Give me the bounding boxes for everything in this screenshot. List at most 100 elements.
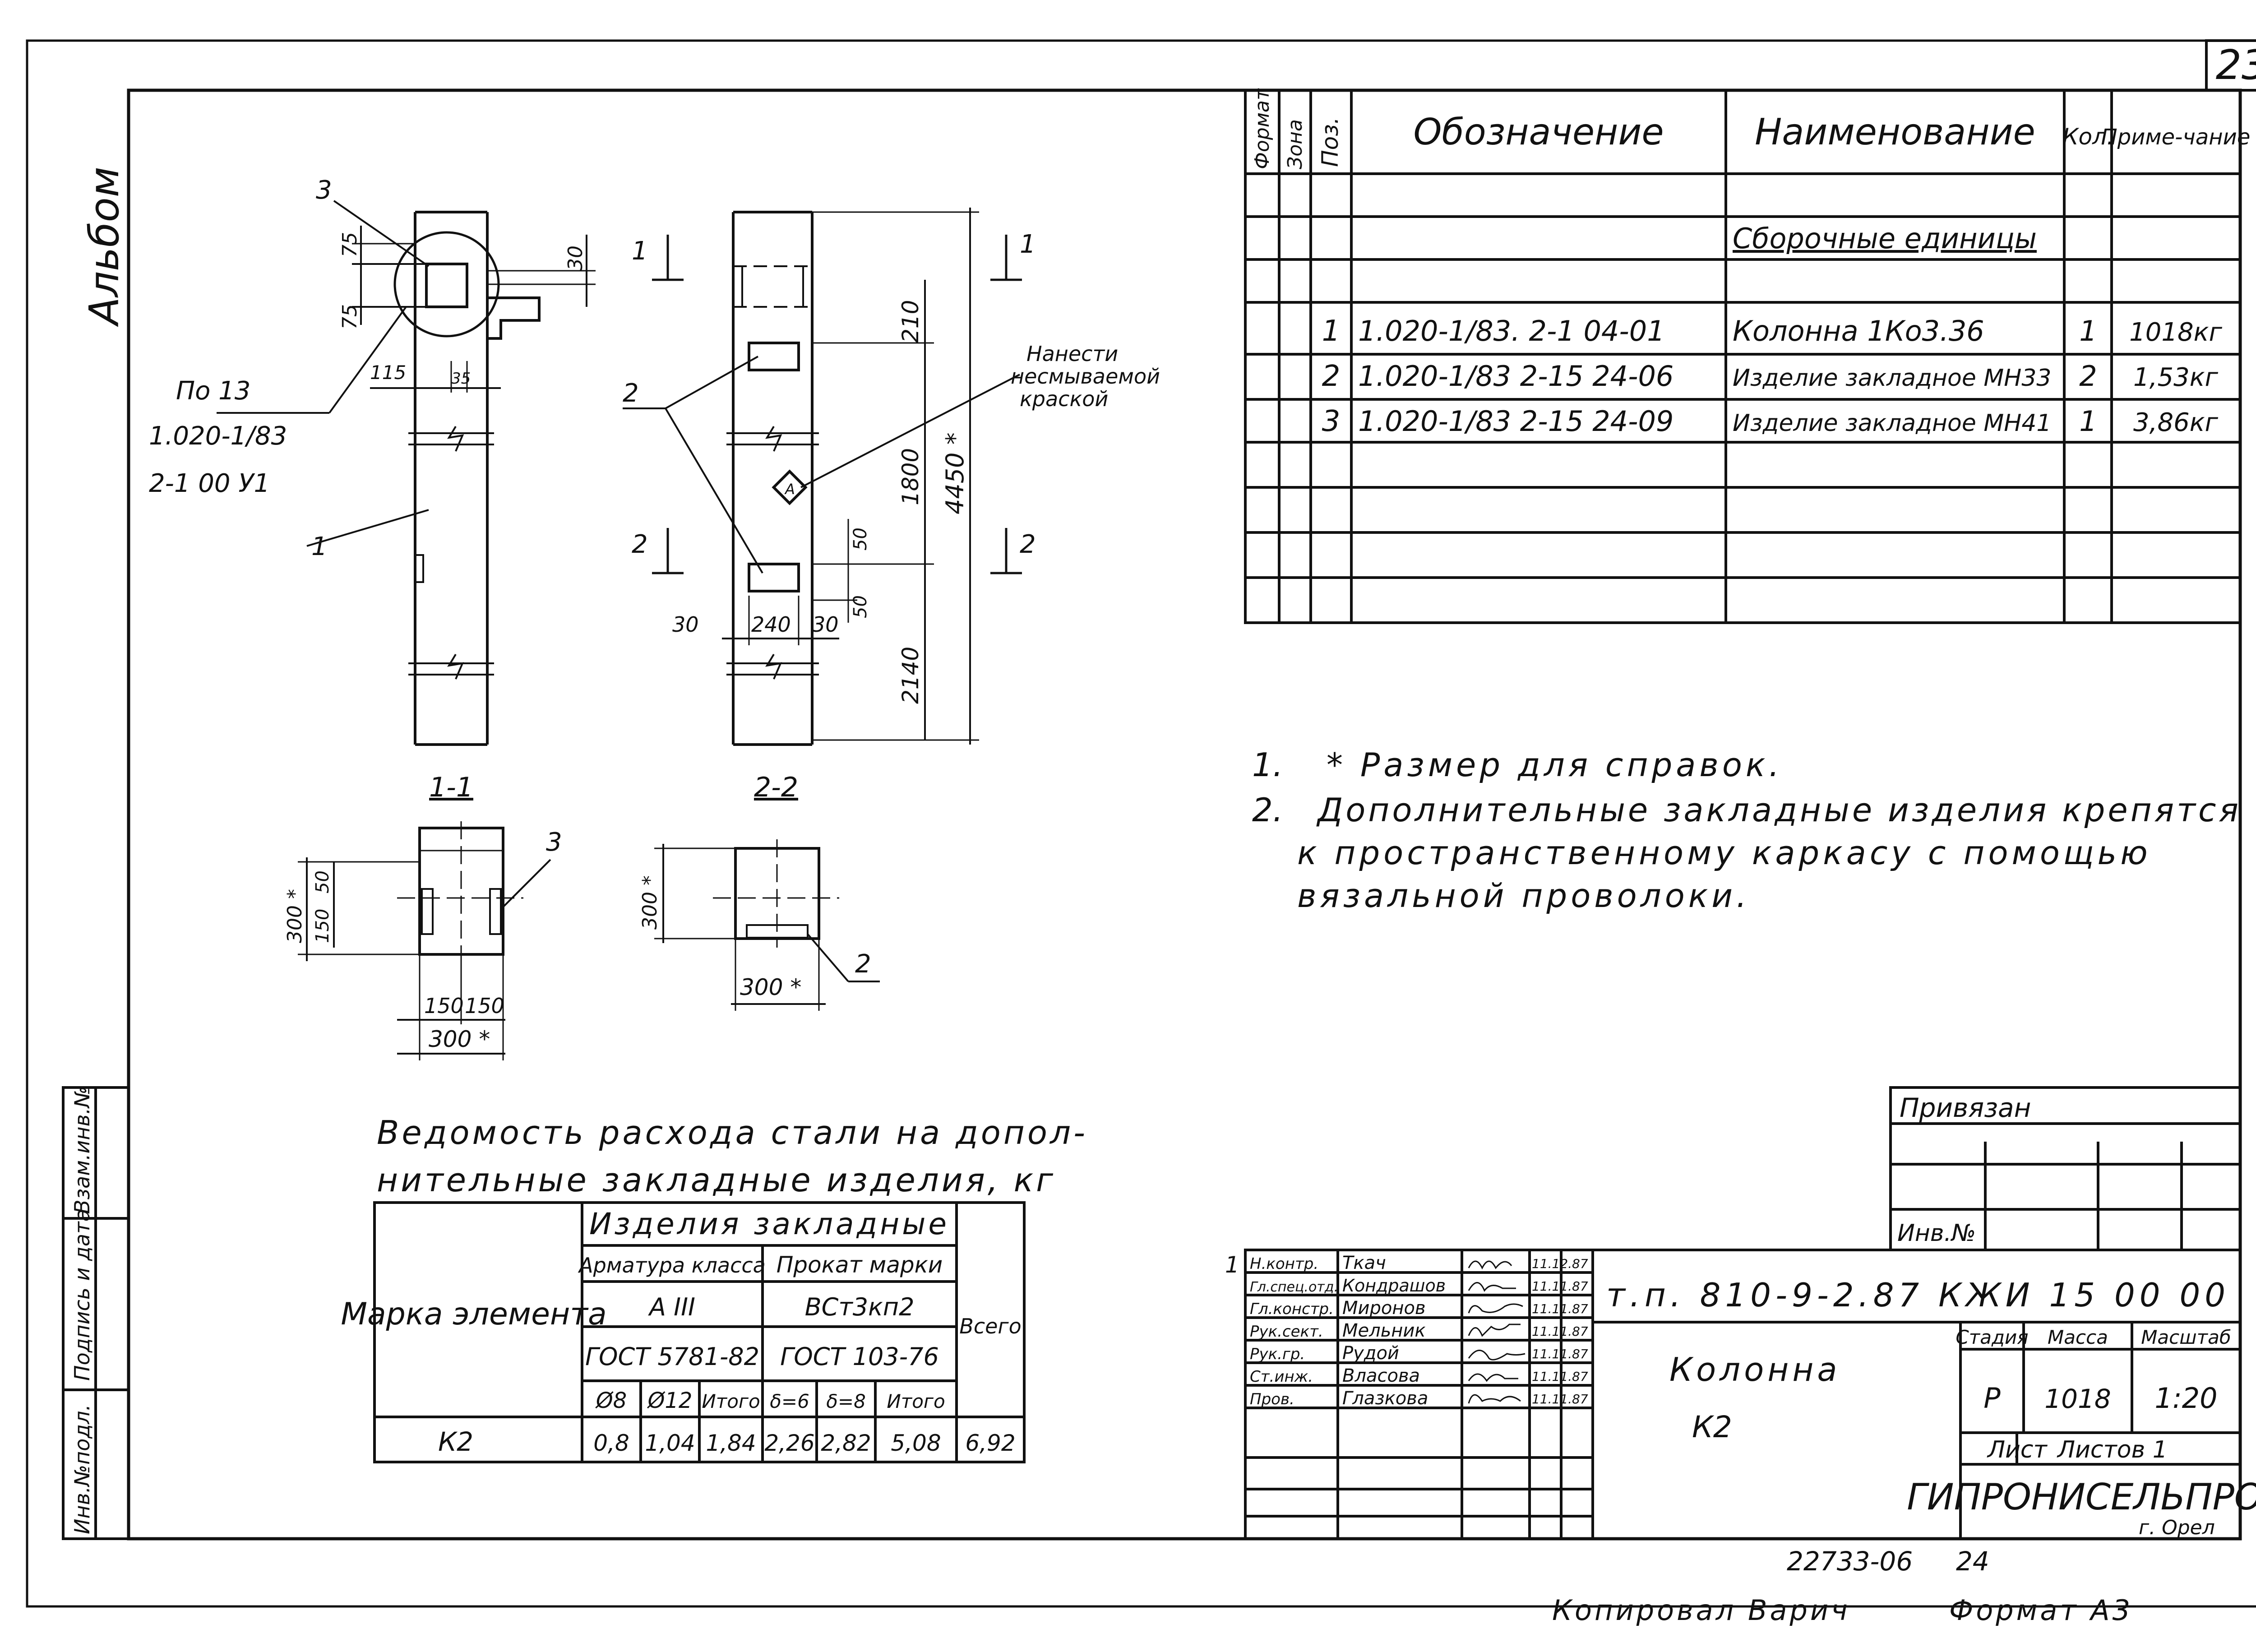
spec-section-title: Сборочные единицы xyxy=(1733,222,2037,255)
signatures xyxy=(1468,1260,1526,1404)
section-1-mark-top-left: 1 xyxy=(632,236,648,266)
footer-format: Формат А3 xyxy=(1949,1594,2133,1627)
list-label: Лист xyxy=(1987,1436,2048,1463)
footer-number: 22733-06 xyxy=(1787,1546,1913,1577)
spec-row-3-qty: 1 xyxy=(2079,405,2097,438)
dim-75-bottom: 75 xyxy=(338,304,361,329)
steel-row-d12: 1,04 xyxy=(645,1430,695,1456)
name-7: Глазкова xyxy=(1342,1388,1428,1409)
spec-row-3-note: 3,86кг xyxy=(2133,408,2219,437)
steel-group-header: Изделия закладные xyxy=(589,1207,949,1241)
dim-35: 35 xyxy=(451,370,471,388)
reference-line-3: 2-1 00 У1 xyxy=(149,469,270,498)
role-5: Рук.гр. xyxy=(1250,1345,1305,1363)
steel-col-d12: Ø12 xyxy=(647,1388,693,1413)
stage-value: Р xyxy=(1983,1382,2001,1415)
role-1: Н.контр. xyxy=(1250,1255,1318,1273)
steel-row-mark: К2 xyxy=(438,1426,473,1457)
steel-row-subtotal-2: 5,08 xyxy=(891,1430,941,1456)
spec-row-3-pos: 3 xyxy=(1322,405,1341,438)
steel-sub1-class: А III xyxy=(648,1293,695,1321)
spine-replace-label: Взам.инв.№ xyxy=(70,1086,94,1214)
steel-col-subtotal-1: Итого xyxy=(702,1390,760,1412)
stage-header: Стадия xyxy=(1956,1326,2028,1348)
role-3: Гл.констр. xyxy=(1250,1300,1334,1318)
spec-row-3-name: Изделие закладное МН41 xyxy=(1733,410,2052,437)
name-2: Кондрашов xyxy=(1342,1276,1446,1296)
steel-sub2-class: ВСт3кп2 xyxy=(805,1293,915,1321)
spec-table-grid xyxy=(1244,89,2242,624)
steel-row-t6: 2,26 xyxy=(764,1430,814,1456)
spec-row-2-qty: 2 xyxy=(2079,360,2097,393)
spec-row-2-name: Изделие закладное МН33 xyxy=(1733,365,2052,392)
section-2-mark-left: 2 xyxy=(632,530,648,559)
dim-50-section: 50 xyxy=(312,870,333,893)
callout-3-left: 3 xyxy=(316,176,332,205)
column-elevation-right xyxy=(623,208,1022,746)
spec-row-1-pos: 1 xyxy=(1322,315,1341,348)
spec-row-3-designation: 1.020-1/83 2-15 24-09 xyxy=(1358,405,1674,438)
dim-4450: 4450 * xyxy=(941,432,969,514)
note-2-number: 2. xyxy=(1252,791,1283,829)
date-6: 11.11.87 xyxy=(1532,1369,1588,1384)
dim-30: 30 xyxy=(564,245,587,271)
sheet-number: 23 xyxy=(2216,42,2256,89)
dim-150-right: 150 xyxy=(465,994,504,1018)
date-3: 11.11.87 xyxy=(1532,1301,1588,1316)
dim-115: 115 xyxy=(370,361,406,384)
scale-value: 1:20 xyxy=(2154,1382,2217,1415)
sheet-title-line-2: К2 xyxy=(1692,1410,1732,1444)
section-2-mark-right: 2 xyxy=(1020,530,1036,559)
dim-50-lower: 50 xyxy=(850,595,871,618)
spec-row-2-pos: 2 xyxy=(1322,360,1341,393)
name-3: Миронов xyxy=(1342,1298,1426,1319)
date-7: 11.11.87 xyxy=(1532,1392,1588,1407)
spec-header-format: Формат xyxy=(1251,88,1274,169)
date-4: 11.11.87 xyxy=(1532,1324,1588,1339)
reference-line-2: 1.020-1/83 xyxy=(149,421,287,451)
spec-row-1-qty: 1 xyxy=(2079,315,2097,347)
dim-150-vertical: 150 xyxy=(312,909,333,943)
steel-row-d8: 0,8 xyxy=(593,1430,629,1456)
paint-note-line-1: Нанести xyxy=(1026,342,1118,366)
steel-row-total: 6,92 xyxy=(965,1430,1015,1456)
steel-sub1-header: Арматура класса xyxy=(578,1253,766,1277)
steel-caption-line-1: Ведомость расхода стали на допол- xyxy=(377,1114,1088,1152)
name-5: Рудой xyxy=(1342,1343,1399,1364)
scale-header: Масштаб xyxy=(2141,1326,2231,1348)
dim-300-bottom-2: 300 * xyxy=(740,974,801,1000)
steel-col-subtotal-2: Итого xyxy=(887,1390,945,1412)
privyazan-label: Привязан xyxy=(1900,1092,2031,1123)
inv-no-label: Инв.№ xyxy=(1897,1220,1976,1247)
section-1-1-drawing xyxy=(298,821,551,1060)
organization-city: г. Орел xyxy=(2139,1516,2215,1539)
steel-caption-line-2: нительные закладные изделия, кг xyxy=(377,1161,1056,1199)
date-5: 11.11.87 xyxy=(1532,1347,1588,1361)
role-4: Рук.сект. xyxy=(1250,1323,1323,1341)
callout-2-section: 2 xyxy=(855,949,871,979)
change-marker: 1 xyxy=(1225,1252,1239,1278)
name-6: Власова xyxy=(1342,1365,1420,1386)
dim-1800: 1800 xyxy=(897,448,924,505)
paint-mark: А xyxy=(784,481,795,498)
footer-page: 24 xyxy=(1956,1546,1989,1577)
steel-sub1-gost: ГОСТ 5781-82 xyxy=(585,1342,759,1371)
note-1-number: 1. xyxy=(1252,746,1283,784)
steel-row-t8: 2,82 xyxy=(821,1430,871,1456)
callout-1: 1 xyxy=(311,532,328,561)
document-code: т.п. 810-9-2.87 КЖИ 15 00 00 xyxy=(1606,1276,2230,1314)
callout-3-section: 3 xyxy=(546,828,562,857)
spec-row-1-designation: 1.020-1/83. 2-1 04-01 xyxy=(1358,315,1665,347)
spec-header-name: Наименование xyxy=(1755,111,2035,153)
role-6: Ст.инж. xyxy=(1250,1368,1313,1386)
role-7: Пров. xyxy=(1250,1390,1294,1408)
column-elevation-left xyxy=(217,200,596,746)
album-label: Альбом xyxy=(81,167,128,327)
dim-300-section-2: 300 * xyxy=(638,875,661,930)
paint-note-line-3: краской xyxy=(1020,387,1108,411)
steel-col-t6: δ=6 xyxy=(770,1390,809,1412)
spec-row-2-designation: 1.020-1/83 2-15 24-06 xyxy=(1358,360,1674,393)
spec-row-1-name: Колонна 1Ко3.36 xyxy=(1733,315,1984,347)
section-1-1-label: 1-1 xyxy=(429,772,473,803)
